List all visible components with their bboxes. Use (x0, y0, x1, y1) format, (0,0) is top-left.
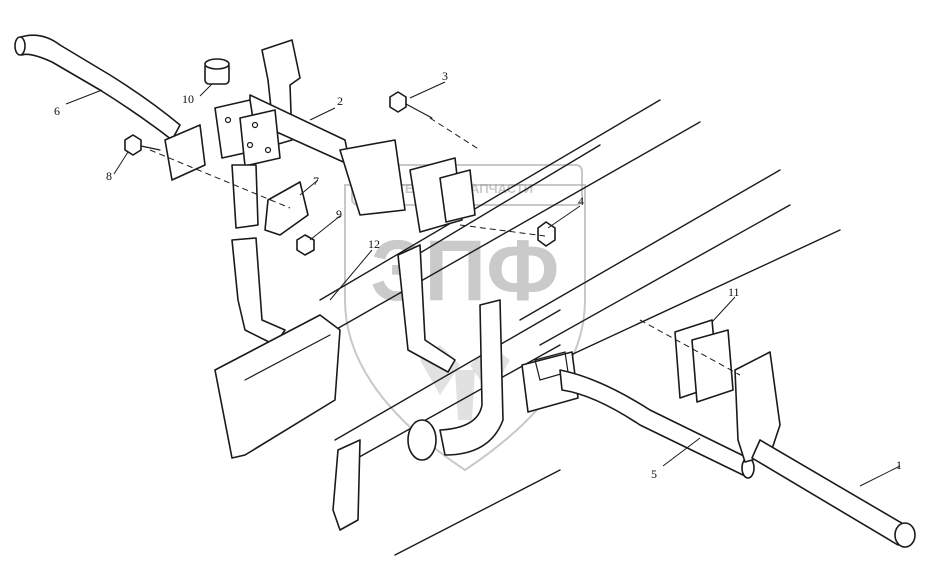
callout-4: 4 (578, 194, 584, 208)
callout-3: 3 (442, 69, 448, 83)
leader-lines (65, 81, 901, 487)
center-u-pipe (407, 299, 504, 461)
callout-12: 12 (368, 237, 380, 251)
channel-bracket-left (214, 314, 341, 459)
callout-5: 5 (651, 467, 657, 481)
part-11-flange-plates (674, 319, 734, 403)
part-6-pipe (14, 34, 181, 141)
part-7-bracket (264, 181, 309, 236)
callout-8: 8 (106, 169, 112, 183)
part-10-cap (204, 58, 230, 85)
callout-7: 7 (313, 174, 319, 188)
callout-11: 11 (728, 285, 740, 299)
assembly-axis-lines (149, 117, 741, 376)
frame-rails (319, 99, 841, 556)
callout-labels: 1 2 3 4 5 6 7 8 9 10 11 12 (54, 69, 902, 481)
part-4-nut (537, 221, 556, 247)
part-3-bolt (389, 91, 433, 119)
pipe-clamp-left (164, 124, 206, 181)
callout-2: 2 (337, 94, 343, 108)
part-9-nut (296, 234, 315, 256)
center-bracket-plates (409, 157, 476, 233)
callout-1: 1 (896, 458, 902, 472)
callout-10: 10 (182, 92, 194, 106)
part-1-pipe (751, 439, 916, 548)
part-5-pipe (559, 369, 755, 479)
watermark-logo-letters: ЗПФ (370, 223, 559, 319)
flange-plates-upper (214, 99, 281, 167)
vertical-tube-left (231, 164, 286, 346)
part-2-bracket-tube (249, 39, 406, 216)
callout-9: 9 (336, 207, 342, 221)
z-bracket-center (397, 244, 456, 373)
part-8-bolt (124, 134, 161, 156)
lower-flat-bracket (332, 439, 361, 531)
callout-6: 6 (54, 104, 60, 118)
